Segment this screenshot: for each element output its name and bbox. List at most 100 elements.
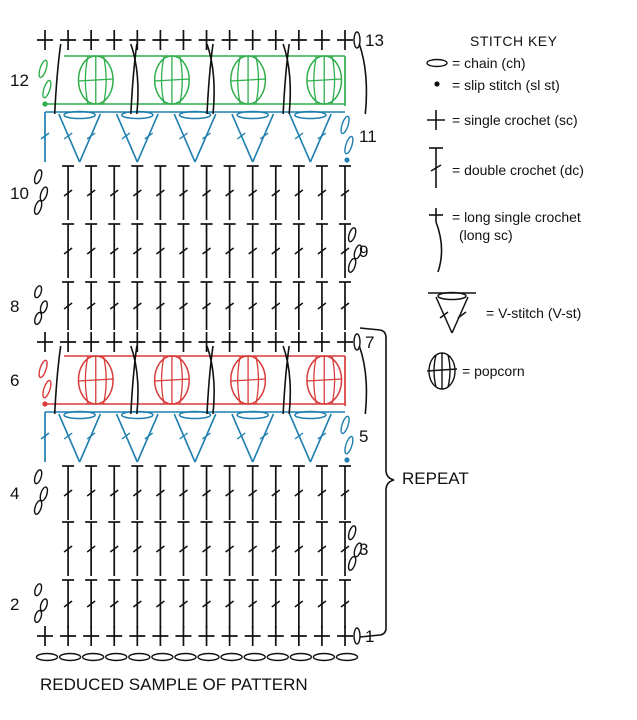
v-stitch-chain	[294, 410, 327, 420]
key-label-popcorn: = popcorn	[462, 363, 525, 379]
turning-chain-stitch	[39, 300, 48, 314]
key-label-long-single-crochet: = long single crochet	[452, 209, 581, 225]
slip-stitch	[42, 101, 48, 107]
double-crochet-slash	[109, 247, 119, 255]
row-3	[62, 521, 363, 576]
turning-chain-stitch	[33, 469, 43, 485]
slip-stitch	[344, 157, 350, 163]
double-crochet-slash	[294, 545, 304, 553]
turning-chain-stitch	[33, 199, 43, 215]
turning-chain-stitch	[347, 525, 357, 541]
double-crochet-key-icon	[429, 147, 443, 188]
double-crochet-slash	[109, 545, 119, 553]
v-stitch-slash	[236, 432, 246, 440]
double-crochet-slash	[179, 600, 188, 608]
v-stitch-leg	[173, 113, 196, 163]
double-crochet-slash	[132, 247, 142, 255]
turning-chain-stitch	[353, 333, 361, 351]
chart-caption: REDUCED SAMPLE OF PATTERN	[40, 675, 308, 694]
v-stitch-slash	[121, 132, 131, 140]
row-number-label: 4	[10, 484, 19, 503]
v-stitch-slash	[63, 132, 73, 140]
double-crochet-slash	[202, 247, 211, 255]
row-13	[37, 30, 361, 50]
long-single-crochet-strand	[130, 43, 138, 115]
row-number-label: 5	[359, 427, 368, 446]
v-stitch-slash	[317, 132, 327, 140]
double-crochet-slash	[248, 189, 258, 197]
v-stitch-chain	[178, 410, 212, 420]
v-stitch-slash	[202, 432, 211, 440]
double-crochet-slash	[317, 489, 327, 497]
key-label-double-crochet: = double crochet (dc)	[452, 162, 584, 178]
v-stitch-leg	[309, 113, 332, 163]
double-crochet-slash	[132, 302, 142, 310]
turning-chain-stitch	[34, 583, 43, 597]
row-7	[37, 332, 361, 352]
v-stitch-leg	[251, 113, 275, 163]
chain-stitch	[151, 652, 174, 662]
double-crochet-slash	[109, 189, 119, 197]
v-stitch-leg	[78, 413, 102, 463]
long-single-crochet-strand	[206, 43, 214, 115]
double-crochet-slash	[271, 489, 281, 497]
stitch-key-title: STITCH KEY	[470, 33, 558, 49]
double-crochet-slash	[340, 189, 350, 197]
v-stitch-chain	[63, 410, 96, 420]
chain-stitch	[104, 652, 128, 662]
double-crochet-slash	[179, 545, 188, 553]
v-stitch-leg	[115, 113, 139, 163]
double-crochet-slash	[155, 247, 165, 255]
turning-chain-stitch	[347, 257, 357, 273]
turning-chain-stitch	[353, 31, 361, 49]
v-stitch-slash	[121, 432, 131, 440]
double-crochet-slash	[340, 302, 350, 310]
long-single-crochet-strand	[282, 345, 292, 415]
row-number-label: 6	[10, 371, 19, 390]
turning-chain-stitch	[353, 627, 361, 645]
popcorn-bar	[230, 78, 266, 82]
turning-chain-stitch	[340, 115, 350, 135]
turning-chain-stitch	[39, 486, 49, 502]
turning-chain-stitch	[39, 186, 49, 202]
v-stitch-leg	[194, 413, 217, 463]
chain-stitch	[266, 652, 290, 662]
key-label-long-single-crochet-abbr: (long sc)	[459, 227, 513, 243]
double-crochet-slash	[271, 545, 281, 553]
long-single-crochet-strand	[206, 345, 215, 415]
row-11	[40, 110, 354, 163]
row-number-label: 8	[10, 297, 19, 316]
key-label-chain: = chain (ch)	[452, 55, 526, 71]
double-crochet-slash	[86, 302, 96, 310]
v-stitch-chain	[236, 410, 270, 420]
double-crochet-slash	[63, 247, 73, 255]
repeat-bracket: REPEAT	[359, 327, 469, 638]
v-stitch-leg	[231, 113, 254, 163]
key-label-slip-stitch: = slip stitch (sl st)	[452, 77, 560, 93]
v-stitch-slash	[294, 132, 304, 140]
turning-chain-stitch	[33, 169, 43, 185]
double-crochet-slash	[109, 600, 119, 608]
v-stitch-slash	[202, 132, 211, 140]
v-stitch-leg	[136, 413, 159, 463]
v-stitch-leg	[136, 113, 159, 163]
stitch-diagram	[33, 30, 368, 662]
double-crochet-slash	[271, 247, 281, 255]
long-single-crochet-strand	[358, 43, 368, 115]
double-crochet-slash	[132, 600, 142, 608]
row-6	[38, 345, 368, 415]
v-stitch-slash	[86, 132, 96, 140]
v-stitch-chain	[178, 110, 212, 120]
double-crochet-slash	[248, 302, 258, 310]
double-crochet-slash	[86, 600, 96, 608]
row-number-label: 13	[365, 31, 384, 50]
double-crochet-slash	[155, 489, 165, 497]
double-crochet-slash	[63, 600, 73, 608]
double-crochet-slash	[179, 302, 188, 310]
turning-chain-stitch	[347, 227, 357, 243]
v-stitch-slash	[259, 132, 269, 140]
key-label-v-stitch: = V-stitch (V-st)	[486, 305, 581, 321]
v-stitch-leg	[58, 413, 81, 463]
double-crochet-slash	[225, 302, 235, 310]
double-crochet-slash	[202, 489, 211, 497]
